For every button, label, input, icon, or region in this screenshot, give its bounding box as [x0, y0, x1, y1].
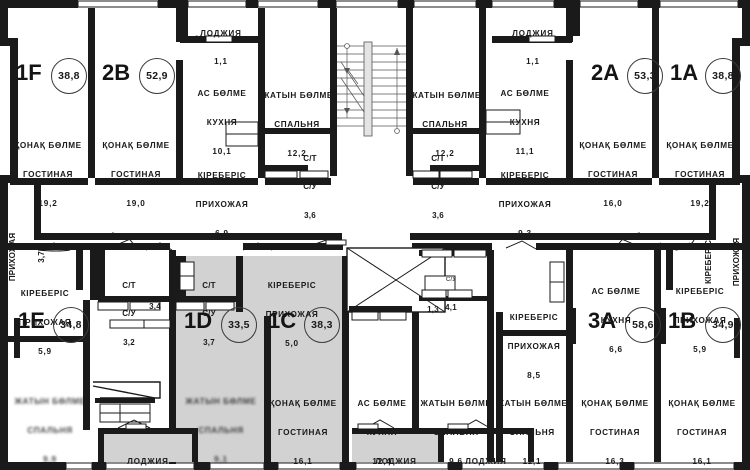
apartment-area-badge: 33,5	[221, 307, 257, 343]
apartment-code: 1A	[670, 60, 699, 85]
apartment-area-badge: 34,9	[705, 307, 741, 343]
apartment-code: 1E	[18, 308, 45, 333]
selected-apartment-shading	[176, 256, 342, 464]
apartment-area-badge: 38,8	[705, 58, 741, 94]
apartment-area-badge: 38,3	[304, 307, 340, 343]
apartment-code: 2B	[102, 60, 131, 85]
bottom-exterior-wall	[0, 462, 750, 470]
apartment-code: 1C	[268, 308, 297, 333]
cabinet-fixture	[549, 261, 565, 303]
bathroom-walls-lower	[90, 250, 243, 329]
apartment-area-badge: 58,6	[625, 307, 661, 343]
apartment-code: 1B	[668, 308, 697, 333]
wall	[0, 8, 8, 38]
top-bathroom-walls	[258, 128, 479, 179]
corridor-wall-lower	[38, 243, 716, 250]
bathroom-41	[349, 249, 487, 321]
wall	[0, 183, 8, 243]
apartment-area-badge: 52,9	[139, 58, 175, 94]
top-exterior-wall	[0, 0, 750, 36]
staircase	[337, 41, 406, 137]
kitchen-fixture	[225, 109, 521, 147]
wall	[83, 300, 90, 430]
apartment-code: 3A	[588, 308, 617, 333]
wall	[10, 38, 18, 178]
wall	[0, 175, 18, 183]
wall	[88, 8, 95, 178]
apartment-area-badge: 34,8	[53, 307, 89, 343]
apartment-area-badge: 38,8	[51, 58, 87, 94]
wall	[0, 38, 18, 46]
apartment-area-badge: 53,3	[627, 58, 663, 94]
apartment-code: 1F	[16, 60, 42, 85]
apartment-code: 1D	[184, 308, 213, 333]
corridor-wall-upper	[10, 178, 740, 240]
apartment-code: 2A	[591, 60, 620, 85]
